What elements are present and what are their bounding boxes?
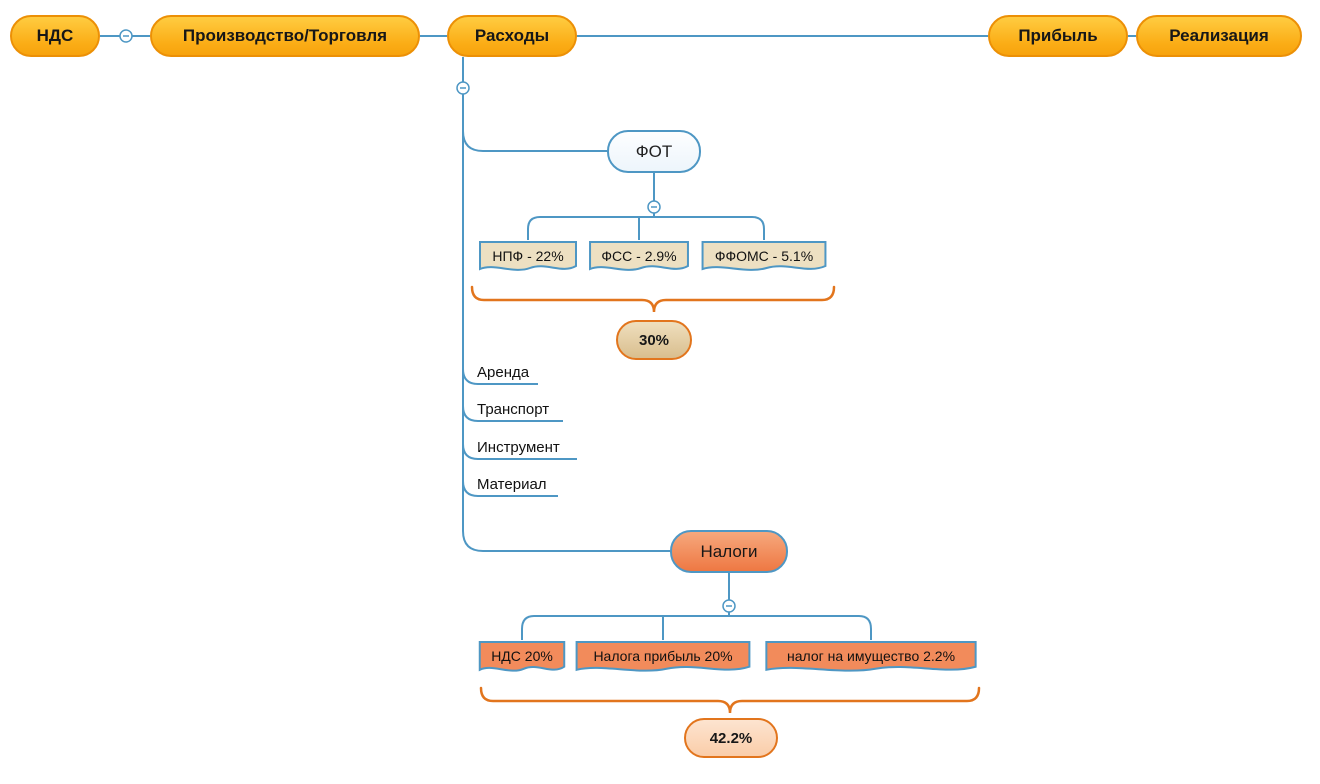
summary-brace-taxes <box>479 686 981 714</box>
summary-braces <box>470 285 981 714</box>
node-fot-label: ФОТ <box>635 141 673 161</box>
wavy-shape <box>573 640 753 677</box>
node-fss-label: ФСС - 2.9% <box>601 247 677 264</box>
node-tax-nds[interactable]: НДС 20% <box>478 640 566 677</box>
node-profit-label: Прибыль <box>1018 26 1098 45</box>
collapse-toggle-top[interactable] <box>119 29 133 43</box>
node-expenses[interactable]: Расходы <box>447 15 577 57</box>
node-production[interactable]: Производство/Торговля <box>150 15 420 57</box>
wavy-shape <box>478 640 566 677</box>
collapse-toggle-expenses[interactable] <box>456 81 470 95</box>
node-fot-total[interactable]: 30% <box>616 320 692 360</box>
edge-item-material <box>462 480 558 497</box>
node-nds-label: НДС <box>36 26 74 45</box>
edge-tax-child-left <box>521 615 729 640</box>
connectors <box>100 35 1136 640</box>
edge-item-arenda <box>462 368 538 385</box>
node-ffoms[interactable]: ФФОМС - 5.1% <box>700 240 828 276</box>
collapse-toggle-taxes[interactable] <box>722 599 736 613</box>
item-instrument[interactable]: Инструмент <box>477 439 560 456</box>
node-fot[interactable]: ФОТ <box>607 130 701 173</box>
node-npf[interactable]: НПФ - 22% <box>478 240 578 276</box>
node-realization[interactable]: Реализация <box>1136 15 1302 57</box>
edge-expenses-taxes-trunk <box>462 57 670 552</box>
node-realization-label: Реализация <box>1169 26 1269 45</box>
wavy-shape <box>762 640 980 677</box>
node-profit[interactable]: Прибыль <box>988 15 1128 57</box>
node-tax-total[interactable]: 42.2% <box>684 718 778 758</box>
summary-brace-fot <box>470 285 836 313</box>
node-tax-property-label: налог на имущество 2.2% <box>786 648 956 664</box>
edge-fot-child-right <box>654 216 765 240</box>
node-taxes-label: Налоги <box>700 541 758 561</box>
edge-item-transport <box>462 405 563 422</box>
item-transport[interactable]: Транспорт <box>477 401 550 418</box>
wavy-shape <box>700 240 828 276</box>
node-taxes[interactable]: Налоги <box>670 530 788 573</box>
edge-fot-child-left <box>527 216 654 240</box>
node-tax-profit-label: Налога прибыль 20% <box>593 648 733 664</box>
node-ffoms-label: ФФОМС - 5.1% <box>714 247 814 264</box>
node-fot-total-label: 30% <box>638 331 670 349</box>
node-tax-property[interactable]: налог на имущество 2.2% <box>762 640 980 677</box>
node-fss[interactable]: ФСС - 2.9% <box>588 240 690 276</box>
node-expenses-label: Расходы <box>474 26 550 45</box>
edge-expenses-fot <box>462 130 607 152</box>
node-npf-label: НПФ - 22% <box>492 247 564 264</box>
node-tax-total-label: 42.2% <box>709 729 753 747</box>
node-tax-nds-label: НДС 20% <box>491 648 553 664</box>
node-nds[interactable]: НДС <box>10 15 100 57</box>
node-tax-profit[interactable]: Налога прибыль 20% <box>573 640 753 677</box>
wavy-shape <box>478 240 578 276</box>
edge-item-instrument <box>462 443 577 460</box>
item-material[interactable]: Материал <box>477 476 547 493</box>
edge-tax-child-right <box>729 615 872 640</box>
item-arenda[interactable]: Аренда <box>477 364 530 381</box>
node-production-label: Производство/Торговля <box>182 26 388 45</box>
collapse-toggle-fot[interactable] <box>647 200 661 214</box>
wavy-shape <box>588 240 690 276</box>
